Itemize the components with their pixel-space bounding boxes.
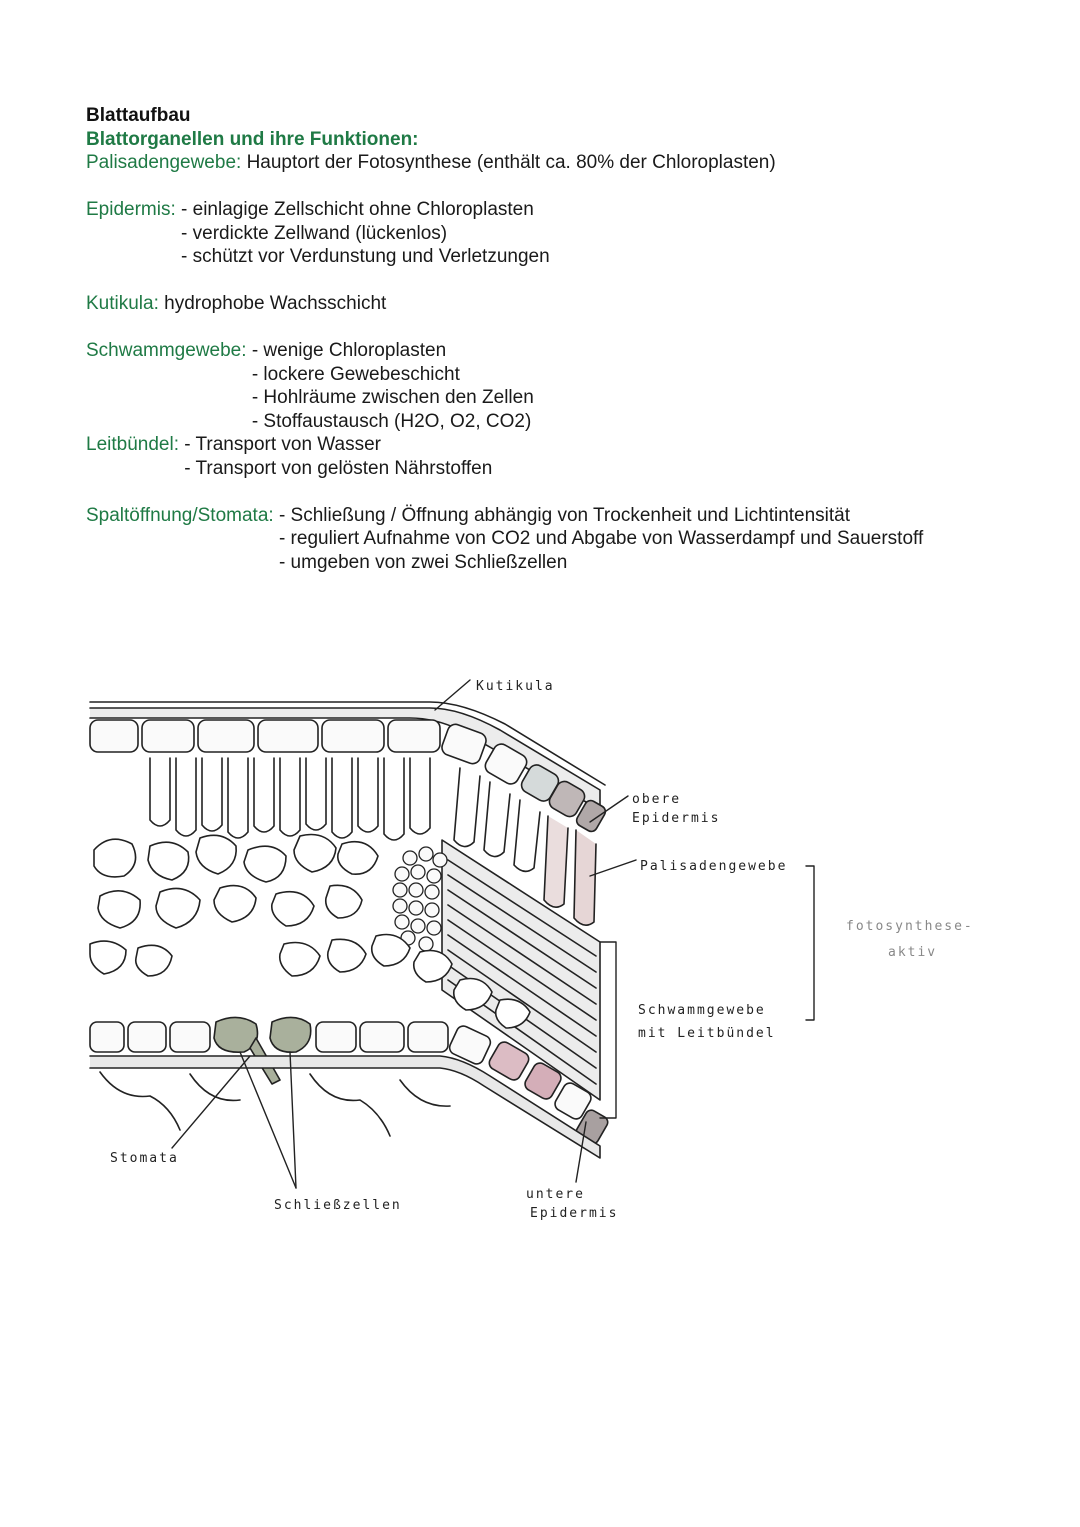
- leaf-cross-section-diagram: Kutikula obere Epidermis Palisadengewebe…: [89, 679, 974, 1221]
- upper-epidermis: [89, 719, 607, 833]
- label-obere-epidermis-1: obere: [632, 792, 681, 807]
- term-label: Schwammgewebe:: [86, 340, 247, 361]
- term-label: Kutikula:: [86, 293, 159, 314]
- section-stomata: Spaltöffnung/Stomata: - Schließung / Öff…: [86, 504, 1046, 575]
- term-label: Spaltöffnung/Stomata:: [86, 504, 274, 526]
- description-item: - umgeben von zwei Schließzellen: [278, 551, 568, 573]
- label-fotosynthese-1: fotosynthese-: [846, 919, 974, 934]
- lower-cuticle: [89, 1055, 601, 1159]
- leader-schliesszellen-1: [239, 1051, 297, 1189]
- label-schwammgewebe-1: Schwammgewebe: [638, 1003, 766, 1018]
- leader-schliesszellen-2: [289, 1051, 297, 1189]
- leader-obere-epidermis: [589, 795, 629, 823]
- label-untere-epidermis-2: Epidermis: [530, 1206, 618, 1221]
- description-item: - verdickte Zellwand (lückenlos): [181, 222, 448, 244]
- description-item: hydrophobe Wachsschicht: [164, 293, 387, 314]
- description-item: - Stoffaustausch (H2O, O2, CO2): [251, 410, 532, 432]
- description-item: - Transport von gelösten Nährstoffen: [184, 457, 493, 479]
- leader-palisadengewebe: [589, 859, 637, 877]
- section-leitbuendel: Leitbündel: - Transport von Wasser - Tra…: [86, 433, 1046, 480]
- term-label: Palisadengewebe:: [86, 152, 242, 173]
- palisade-tissue: [149, 757, 597, 926]
- page-title: Blattaufbau: [86, 105, 191, 126]
- section-epidermis: Epidermis: - einlagige Zellschicht ohne …: [86, 198, 1046, 269]
- description-item: - reguliert Aufnahme von CO2 und Abgabe …: [278, 528, 924, 549]
- spongy-tissue: [89, 833, 531, 1029]
- label-untere-epidermis-1: untere: [526, 1187, 585, 1202]
- leader-untere-epidermis: [575, 1121, 587, 1183]
- label-kutikula: Kutikula: [476, 679, 555, 694]
- label-schwammgewebe-2: mit Leitbündel: [638, 1026, 776, 1041]
- term-label: Leitbündel:: [86, 434, 179, 455]
- bundle-small-cells: [392, 846, 448, 952]
- bracket-fotosynthese: [805, 865, 815, 1021]
- description-item: - Schließung / Öffnung abhängig von Troc…: [278, 504, 851, 526]
- label-fotosynthese-2: aktiv: [888, 945, 937, 960]
- term-label: Epidermis:: [86, 199, 176, 220]
- description-item: Hauptort der Fotosynthese (enthält ca. 8…: [246, 152, 776, 173]
- lower-epidermis: [89, 1021, 609, 1145]
- label-leader-lines: [171, 679, 637, 1189]
- leader-kutikula: [434, 679, 471, 711]
- description-item: - wenige Chloroplasten: [251, 340, 447, 361]
- page-subtitle: Blattorganellen und ihre Funktionen:: [86, 128, 419, 150]
- lower-cells: [99, 1071, 451, 1137]
- description-item: - lockere Gewebeschicht: [251, 363, 460, 385]
- section-schwammgewebe: Schwammgewebe: - wenige Chloroplasten - …: [86, 339, 1046, 433]
- leader-stomata: [171, 1055, 251, 1149]
- description-item: - schützt vor Verdunstung und Verletzung…: [181, 246, 550, 267]
- label-stomata: Stomata: [110, 1151, 179, 1166]
- section-kutikula: Kutikula: hydrophobe Wachsschicht: [86, 292, 1046, 316]
- guard-cells: [213, 1016, 312, 1085]
- text-section: Blattaufbau Blattorganellen und ihre Fun…: [86, 104, 1046, 574]
- section-palisadengewebe: Palisadengewebe: Hauptort der Fotosynthe…: [86, 151, 1046, 175]
- label-obere-epidermis-2: Epidermis: [632, 811, 720, 826]
- brackets: [599, 865, 815, 1119]
- label-palisadengewebe: Palisadengewebe: [640, 859, 787, 874]
- description-item: - Hohlräume zwischen den Zellen: [251, 387, 534, 408]
- bracket-schwammgewebe: [599, 941, 617, 1119]
- description-item: - einlagige Zellschicht ohne Chloroplast…: [181, 199, 534, 220]
- label-schliesszellen: Schließzellen: [274, 1198, 402, 1213]
- description-item: - Transport von Wasser: [184, 434, 381, 455]
